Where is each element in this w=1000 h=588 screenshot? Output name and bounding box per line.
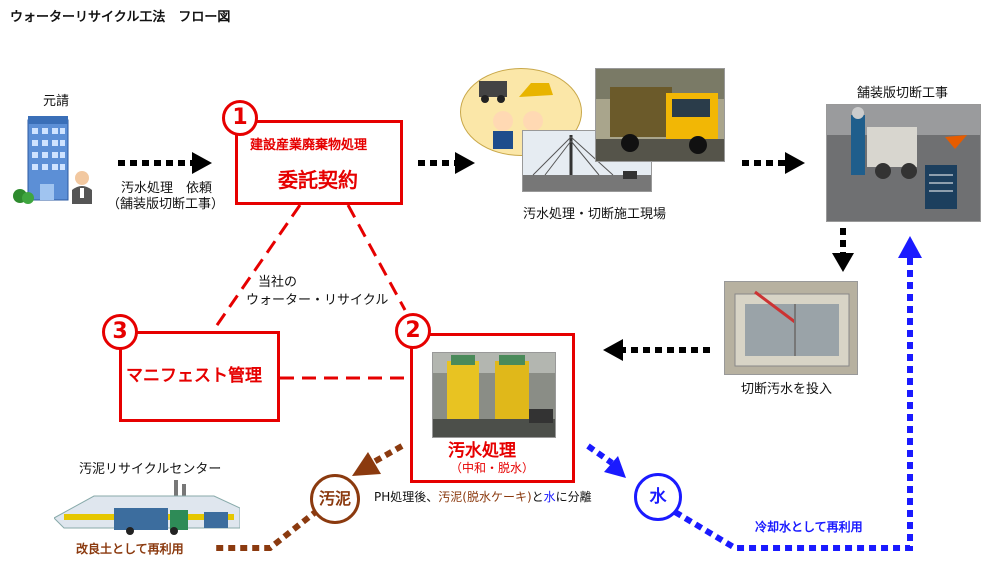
manifest-label: マニフェスト管理 bbox=[126, 366, 262, 386]
arrow-input-to-treatment bbox=[603, 339, 710, 361]
sludge-path bbox=[212, 443, 404, 551]
water-input-photo bbox=[724, 281, 858, 375]
contract-line2: 委託契約 bbox=[278, 168, 358, 192]
arrow-client-to-contract bbox=[118, 152, 212, 174]
contract-box bbox=[235, 120, 403, 205]
water-path bbox=[586, 236, 922, 551]
separation-mid: と bbox=[531, 490, 544, 504]
arrow-site-to-cutting bbox=[742, 152, 805, 174]
our-method-line2: ウォーター・リサイクル bbox=[246, 293, 389, 308]
page-title: ウォーターリサイクル工法 フロー図 bbox=[10, 10, 231, 25]
separation-prefix: PH処理後、 bbox=[374, 490, 439, 504]
treatment-sub: （中和・脱水） bbox=[450, 461, 535, 475]
contract-line1: 建設産業廃棄物処理 bbox=[250, 138, 368, 153]
cutting-work-photo bbox=[826, 104, 981, 222]
manifest-box bbox=[119, 331, 280, 422]
water-bubble: 水 bbox=[634, 473, 682, 521]
separation-suffix: に分離 bbox=[555, 490, 592, 504]
truck-photo bbox=[595, 68, 725, 162]
water-input-label: 切断汚水を投入 bbox=[741, 382, 833, 397]
separation-sludge: 汚泥(脱水ケーキ) bbox=[438, 490, 532, 504]
cutting-work-label: 舗装版切断工事 bbox=[857, 86, 949, 101]
relation-lines bbox=[213, 204, 410, 380]
recycle-center-label: 汚泥リサイクルセンター bbox=[79, 462, 222, 477]
request-line1: 汚水処理 依頼 bbox=[121, 181, 213, 196]
office-building-icon bbox=[10, 112, 105, 207]
request-line2: （舗装版切断工事） bbox=[107, 197, 225, 212]
site-label: 汚水処理・切断施工現場 bbox=[523, 207, 667, 222]
separation-water: 水 bbox=[543, 490, 556, 504]
recycle-center-icon bbox=[53, 478, 241, 536]
sludge-bubble: 汚泥 bbox=[310, 474, 360, 524]
arrow-contract-to-site bbox=[418, 152, 475, 174]
treatment-photo bbox=[432, 352, 556, 438]
contract-number: 1 bbox=[222, 100, 258, 136]
client-label: 元請 bbox=[43, 94, 70, 109]
separation-text: PH処理後、汚泥(脱水ケーキ)と水に分離 bbox=[374, 490, 592, 505]
soil-reuse-label: 改良土として再利用 bbox=[76, 542, 184, 556]
our-method-line1: 当社の bbox=[258, 275, 298, 290]
treatment-label: 汚水処理 bbox=[448, 441, 516, 461]
arrow-cutting-to-input bbox=[832, 228, 854, 272]
treatment-box bbox=[410, 333, 575, 483]
manifest-number: 3 bbox=[102, 314, 138, 350]
cooling-reuse-label: 冷却水として再利用 bbox=[755, 520, 863, 534]
treatment-number: 2 bbox=[395, 313, 431, 349]
